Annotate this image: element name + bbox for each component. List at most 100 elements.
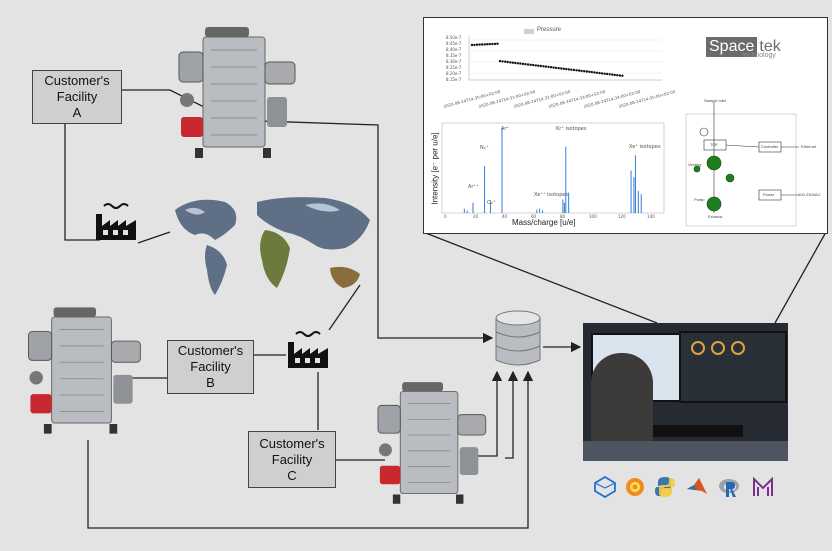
spectrum-series [463, 128, 642, 213]
pressure-y-tick: 8.15e-7 [446, 77, 462, 82]
spectrum-x-tick: 100 [589, 214, 597, 219]
pressure-point [618, 74, 622, 77]
pressure-point [557, 67, 560, 70]
operator-screen-photo [583, 323, 788, 461]
facility-a-line2: Facility [56, 89, 98, 104]
peak-label: N₂⁺ [480, 145, 489, 151]
pressure-point [585, 70, 588, 73]
spectrum-x-tick: 80 [560, 214, 566, 219]
facility-a-box: Customer's Facility A [32, 70, 122, 124]
pressure-point [544, 65, 548, 68]
pressure-plot: 8.50e-78.45e-78.40e-78.35e-78.30e-78.25e… [443, 29, 676, 109]
pressure-point [501, 60, 504, 63]
factory-icon [288, 331, 328, 368]
pressure-point [575, 69, 578, 72]
pressure-point [577, 69, 581, 72]
logo-subtitle: technology [742, 52, 776, 59]
pressure-y-tick: 8.30e-7 [446, 59, 462, 64]
pressure-point [526, 63, 530, 66]
schematic-pump: Pump [694, 197, 705, 202]
facility-b-line1: Customer's [177, 343, 244, 358]
pressure-point [572, 68, 576, 72]
schematic-tof: TOF [710, 142, 718, 147]
world-map [175, 197, 370, 295]
pressure-point [552, 66, 555, 69]
polyhedron-icon [594, 476, 616, 498]
pressure-point [603, 72, 606, 75]
peak-label: Xe⁺⁺ isotopes [534, 192, 568, 198]
schematic-ethernet: Ethernet [801, 144, 817, 149]
instrument-schematic [685, 102, 799, 227]
pressure-point [616, 74, 619, 77]
spectrum-x-tick: 40 [502, 214, 508, 219]
pressure-point [547, 65, 550, 69]
pressure-point [511, 61, 514, 64]
desk [583, 441, 788, 461]
database-icon [495, 310, 541, 366]
pressure-point [504, 60, 507, 63]
pressure-point [542, 65, 545, 68]
schematic-ac: 100-230VAC [798, 192, 821, 197]
pressure-y-tick: 8.35e-7 [446, 53, 462, 58]
dashboard-gauge [711, 341, 725, 355]
pressure-point [473, 43, 476, 47]
pressure-point [514, 61, 517, 65]
pressure-point [598, 71, 601, 75]
spectrum-x-label: Mass/charge [u/e] [512, 218, 576, 227]
spectrum-y-label: Intensity [e⁻ per u/e] [430, 132, 440, 205]
peak-label: O₂⁺ [487, 200, 496, 206]
pressure-point [534, 64, 537, 67]
pressure-point [496, 42, 499, 45]
pressure-point [608, 73, 611, 76]
pressure-point [613, 73, 616, 77]
right-monitor [679, 331, 787, 403]
pressure-point [498, 59, 502, 63]
pressure-point [580, 69, 583, 73]
spectrum-x-tick: 120 [618, 214, 626, 219]
grafana-icon [626, 478, 644, 496]
pressure-point [565, 67, 568, 71]
peak-label: Ar⁺ [501, 126, 509, 132]
facility-b-line2: Facility [190, 359, 231, 374]
logo-main: Space [706, 37, 758, 57]
spectrometer-machine-c [377, 382, 487, 504]
facility-a-line3: A [72, 105, 82, 120]
spectrum-x-tick: 0 [444, 214, 447, 219]
facility-c-line3: C [287, 467, 297, 483]
dashboard-gauge [731, 341, 745, 355]
pressure-legend-label: Pressure [537, 27, 562, 33]
facility-c-line1: Customer's [259, 435, 325, 451]
pressure-point [539, 64, 542, 68]
pressure-series [470, 42, 624, 77]
pressure-x-tick: 2020-08-24T14:30:00+02:00 [443, 89, 501, 109]
keyboard [653, 425, 743, 437]
spectrum-x-tick: 140 [647, 214, 655, 219]
tool-icon [753, 476, 773, 496]
peak-label: Kr⁺ isotopes [556, 126, 587, 132]
schematic-power: Power [763, 192, 775, 197]
matlab-icon [687, 478, 707, 494]
pressure-point [506, 60, 509, 64]
pressure-point [560, 67, 563, 70]
pressure-point [593, 71, 596, 74]
pressure-point [600, 72, 604, 75]
pressure-point [611, 73, 614, 76]
logo-accent: tek [759, 38, 781, 55]
pressure-point [519, 62, 522, 65]
dashboard-gauge [691, 341, 705, 355]
pressure-point [524, 63, 527, 66]
pressure-point [509, 61, 512, 64]
spectrometer-machine-b [28, 307, 141, 434]
python-icon [655, 477, 675, 497]
facility-a-line1: Customer's [44, 73, 110, 88]
panel-graphics: 8.50e-78.45e-78.40e-78.35e-78.30e-78.25e… [441, 29, 799, 227]
facility-c-line2: Facility [271, 451, 313, 467]
schematic-sample-inlet: Sample inlet [704, 98, 727, 103]
facility-b-line3: B [206, 375, 215, 390]
pressure-point [549, 66, 553, 69]
pressure-y-tick: 8.20e-7 [446, 71, 462, 76]
pressure-point [529, 63, 532, 66]
pressure-point [532, 63, 535, 67]
